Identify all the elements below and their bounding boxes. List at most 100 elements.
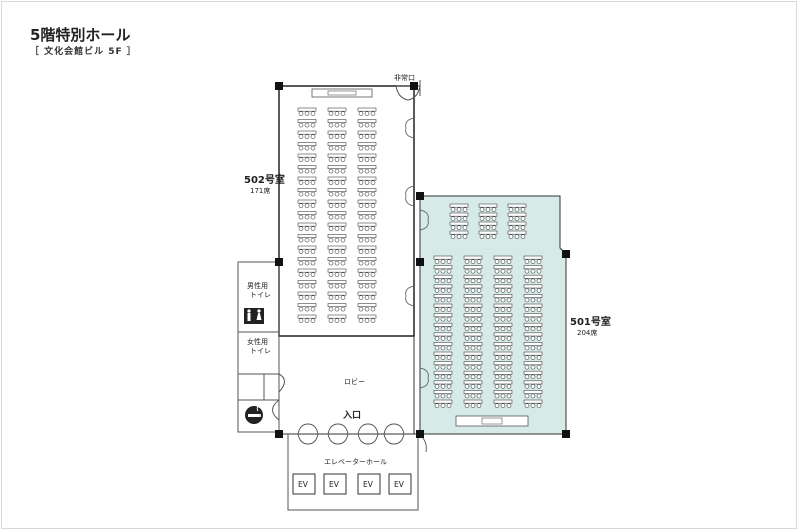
chair [304, 134, 310, 139]
desk [297, 280, 317, 285]
chair [328, 283, 334, 289]
chair [328, 237, 334, 243]
chair [334, 237, 340, 243]
desk [327, 211, 347, 216]
chair [434, 374, 440, 380]
chair [440, 326, 446, 332]
chair [364, 226, 370, 231]
desk [433, 332, 453, 337]
chair [470, 288, 476, 293]
building-floor-label: ［ 文化会館ビル 5F ］ [30, 47, 137, 57]
chair [462, 216, 468, 221]
desk [463, 303, 483, 308]
chair [440, 278, 446, 284]
chair [464, 259, 470, 264]
room-501-side-doors[interactable] [419, 209, 429, 389]
emergency-exit-door[interactable] [395, 80, 421, 101]
chair [530, 364, 536, 370]
stage-502 [311, 88, 373, 98]
desk [297, 211, 317, 216]
chair [358, 318, 364, 323]
chair [464, 316, 470, 322]
desk [357, 176, 377, 181]
desk [493, 322, 513, 327]
desk [523, 322, 543, 327]
chair [334, 168, 340, 174]
chair [470, 268, 476, 274]
chair [470, 355, 476, 360]
chair [434, 307, 440, 312]
chair [446, 403, 452, 408]
desk [493, 399, 513, 404]
chair [456, 234, 462, 239]
desk [463, 390, 483, 394]
chair [304, 249, 310, 254]
chair [310, 306, 316, 312]
chair [364, 318, 370, 323]
chair [298, 191, 304, 197]
chair [434, 393, 440, 399]
chair [310, 191, 316, 197]
entrance-doors[interactable] [296, 423, 427, 453]
chair [524, 297, 530, 303]
chair [530, 393, 536, 399]
chair [358, 168, 364, 174]
desk [449, 203, 469, 208]
desk [523, 265, 543, 270]
chair [470, 259, 476, 264]
chair [494, 278, 500, 284]
chair [298, 237, 304, 243]
chair [440, 355, 446, 360]
desk [493, 274, 513, 279]
lobby-label: ロビー [344, 377, 365, 386]
desk [523, 284, 543, 289]
desk [327, 245, 347, 250]
desk [297, 153, 317, 158]
chair [470, 345, 476, 351]
chair [358, 283, 364, 289]
chair [328, 306, 334, 312]
desk [357, 314, 377, 319]
chair [364, 191, 370, 197]
chair [334, 283, 340, 289]
desk [327, 165, 347, 170]
desk [507, 221, 527, 226]
chair [304, 318, 310, 323]
elevator-4 [388, 473, 412, 495]
chair [494, 297, 500, 303]
desk [297, 257, 317, 262]
chair [434, 355, 440, 360]
elevator-label-1: EV [298, 480, 309, 489]
chair [434, 403, 440, 408]
chair [506, 316, 512, 322]
chair [476, 307, 482, 312]
chair [536, 278, 542, 284]
chair [364, 272, 370, 277]
chair [440, 336, 446, 341]
chair [470, 364, 476, 370]
chair [310, 134, 316, 139]
room-502-side-doors[interactable] [405, 117, 415, 307]
chair [476, 345, 482, 351]
desk [478, 203, 498, 208]
chair [524, 316, 530, 322]
chair [506, 288, 512, 293]
chair [491, 234, 497, 239]
chair [358, 134, 364, 139]
chair [370, 306, 376, 312]
desk [523, 255, 543, 260]
desk [297, 245, 317, 250]
chair [524, 403, 530, 408]
chair [491, 225, 497, 230]
chair [530, 345, 536, 351]
chair [500, 393, 506, 399]
chair [446, 355, 452, 360]
desk [463, 284, 483, 289]
chair [536, 316, 542, 322]
chair [476, 336, 482, 341]
chair [298, 157, 304, 162]
chair [370, 145, 376, 151]
chair [508, 234, 514, 239]
desk [357, 199, 377, 204]
chair [476, 364, 482, 370]
